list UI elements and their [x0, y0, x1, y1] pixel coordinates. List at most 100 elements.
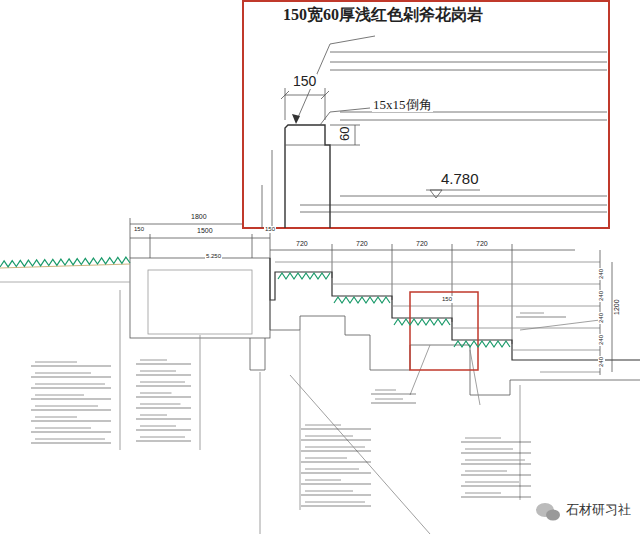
note-underline — [301, 440, 371, 441]
note-line — [35, 428, 91, 429]
dimension-text: 150 — [264, 226, 276, 233]
note-line — [465, 493, 501, 494]
note-line — [140, 437, 185, 438]
grass-line — [334, 297, 390, 303]
note-underline — [31, 399, 111, 400]
dimension-text: 720 — [355, 240, 369, 248]
note-line — [140, 426, 176, 427]
note-line — [465, 438, 501, 439]
note-underline — [136, 397, 191, 398]
note-line — [305, 469, 359, 470]
note-underline — [461, 497, 531, 498]
dimension-text: 240 — [598, 290, 605, 302]
note-underline — [461, 486, 531, 487]
note-line — [140, 382, 185, 383]
note-line — [520, 313, 544, 314]
note-line — [35, 362, 77, 363]
note-underline — [461, 464, 531, 465]
note-underline — [136, 419, 191, 420]
dimension-text: 240 — [598, 312, 605, 324]
note-line — [375, 390, 396, 391]
note-line — [140, 371, 176, 372]
note-underline — [461, 453, 531, 454]
dimension-text: 150 — [292, 74, 317, 89]
note-line — [35, 417, 77, 418]
watermark: 石材研习社 — [565, 503, 632, 517]
dimension-text: 720 — [475, 240, 489, 248]
note-line — [35, 439, 105, 440]
note-underline — [31, 432, 111, 433]
dimension-text: 1800 — [190, 213, 208, 221]
grass-line — [394, 319, 450, 325]
note-underline — [31, 410, 111, 411]
note-underline — [301, 495, 371, 496]
note-line — [465, 449, 513, 450]
note-underline — [371, 394, 416, 395]
note-underline — [136, 364, 191, 365]
note-line — [305, 425, 341, 426]
note-underline — [301, 429, 371, 430]
wechat-icon — [536, 503, 560, 521]
material-note: 150宽60厚浅红色剁斧花岗岩 — [282, 6, 484, 24]
detail-marker — [410, 292, 478, 370]
dimension-text: 240 — [598, 334, 605, 346]
note-underline — [31, 388, 111, 389]
dimension-text: 240 — [598, 268, 605, 280]
note-line — [305, 502, 365, 503]
detail-frame — [243, 1, 609, 228]
note-underline — [301, 506, 371, 507]
chamfer-note: 15x15倒角 — [372, 98, 433, 112]
note-line — [305, 480, 341, 481]
dimension-text: 5.250 — [205, 253, 222, 260]
note-line — [35, 395, 84, 396]
dimension-text: 60 — [338, 126, 352, 142]
note-underline — [31, 366, 111, 367]
note-line — [465, 471, 507, 472]
note-line — [140, 415, 167, 416]
note-underline — [371, 403, 416, 404]
dimension-text: 150 — [441, 296, 453, 303]
note-line — [305, 436, 353, 437]
note-line — [375, 399, 403, 400]
dimension-text: 240 — [598, 356, 605, 368]
grass-line — [0, 257, 130, 267]
note-underline — [136, 375, 191, 376]
note-underline — [301, 451, 371, 452]
planter-wall — [130, 258, 270, 338]
note-underline — [136, 441, 191, 442]
note-underline — [461, 475, 531, 476]
dimension-text: 1500 — [196, 227, 214, 235]
note-underline — [301, 462, 371, 463]
note-line — [140, 404, 181, 405]
note-line — [35, 406, 98, 407]
dimension-text: 720 — [415, 240, 429, 248]
note-line — [465, 460, 525, 461]
note-underline — [461, 442, 531, 443]
note-underline — [136, 386, 191, 387]
note-line — [305, 458, 347, 459]
note-line — [305, 491, 353, 492]
note-line — [140, 360, 167, 361]
note-line — [465, 482, 519, 483]
dimension-text: 150 — [133, 226, 145, 233]
illegible-notes — [31, 313, 566, 506]
note-underline — [136, 430, 191, 431]
grass-line — [454, 341, 510, 347]
note-underline — [31, 421, 111, 422]
dimension-text: 720 — [295, 240, 309, 248]
note-line — [140, 393, 172, 394]
dimension-text: 4.780 — [440, 171, 480, 188]
note-line — [305, 447, 365, 448]
note-underline — [301, 484, 371, 485]
dimension-text: 1200 — [613, 298, 621, 316]
note-underline — [301, 473, 371, 474]
note-underline — [516, 317, 566, 318]
note-underline — [136, 408, 191, 409]
note-line — [35, 384, 105, 385]
grass-line — [278, 273, 330, 279]
note-underline — [31, 377, 111, 378]
planter-core — [148, 270, 252, 334]
note-underline — [31, 443, 111, 444]
